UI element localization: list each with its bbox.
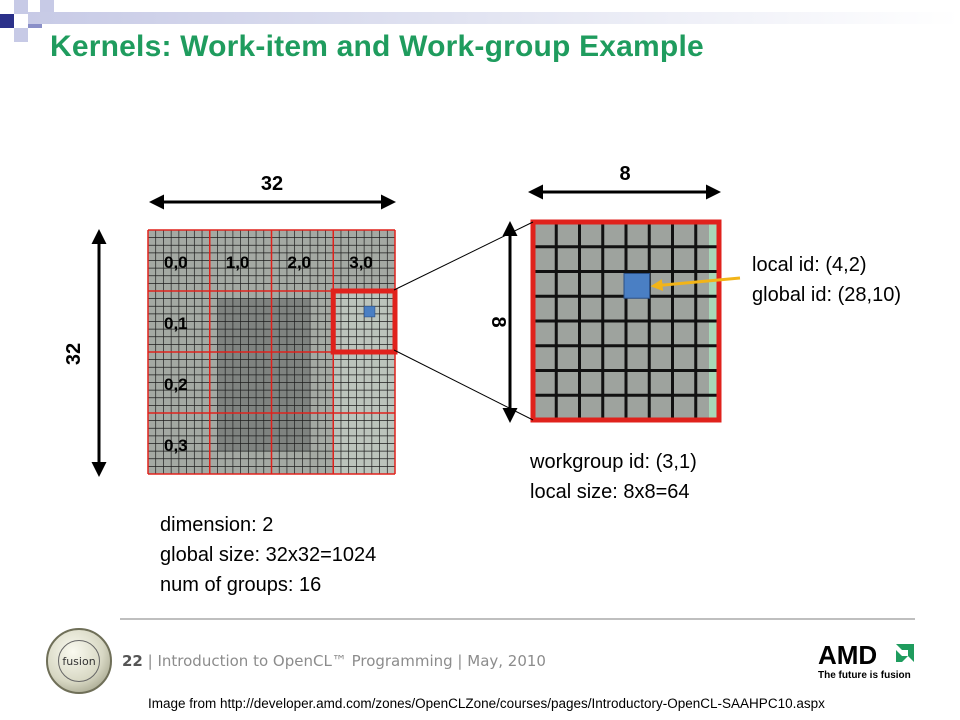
deco-square xyxy=(14,28,28,42)
local-width-label: 8 xyxy=(619,163,630,185)
page-number: 22 xyxy=(122,652,143,670)
amd-arrow-icon xyxy=(896,644,914,662)
dimension-text: dimension: 2 xyxy=(160,514,274,536)
group-label: 1,0 xyxy=(226,253,250,272)
highlighted-work-item xyxy=(363,305,376,318)
local-id-text: local id: (4,2) xyxy=(752,254,867,276)
global-grid: 0,0 1,0 2,0 3,0 0,1 0,2 0,3 xyxy=(147,229,398,475)
highlighted-workgroup xyxy=(330,288,398,355)
local-grid-border xyxy=(530,219,722,423)
deco-square xyxy=(0,14,14,28)
title-bar xyxy=(28,12,960,24)
workgroup-id-text: workgroup id: (3,1) xyxy=(530,451,697,473)
group-label: 2,0 xyxy=(288,253,312,272)
group-label: 3,0 xyxy=(349,253,373,272)
slide-title: Kernels: Work-item and Work-group Exampl… xyxy=(50,30,704,63)
group-label: 0,0 xyxy=(164,253,188,272)
footer-text: | Introduction to OpenCL™ Programming | … xyxy=(147,652,546,670)
fusion-logo-icon: fusion xyxy=(46,628,112,694)
global-height-label: 32 xyxy=(63,343,85,365)
deco-square xyxy=(14,0,28,14)
footer: 22 | Introduction to OpenCL™ Programming… xyxy=(122,652,546,670)
pointer-arrow-icon xyxy=(650,276,741,292)
group-label: 0,3 xyxy=(164,436,188,455)
local-height-label: 8 xyxy=(487,316,509,327)
global-size-text: global size: 32x32=1024 xyxy=(160,544,377,566)
group-label: 0,1 xyxy=(164,314,188,333)
deco-square xyxy=(40,0,54,14)
local-grid xyxy=(530,219,722,423)
image-credit: Image from http://developer.amd.com/zone… xyxy=(148,696,825,711)
footer-divider xyxy=(120,618,915,620)
group-label: 0,2 xyxy=(164,375,188,394)
zoom-line xyxy=(393,221,534,291)
amd-logo-icon: AMD The future is fusion xyxy=(818,640,918,684)
global-id-text: global id: (28,10) xyxy=(752,284,901,306)
local-size-text: local size: 8x8=64 xyxy=(530,481,690,503)
global-width-label: 32 xyxy=(261,173,283,195)
amd-logo-word: AMD xyxy=(818,640,878,670)
fusion-logo-text: fusion xyxy=(58,640,100,682)
amd-tagline: The future is fusion xyxy=(818,670,911,681)
num-groups-text: num of groups: 16 xyxy=(160,574,322,596)
zoom-line xyxy=(393,349,534,421)
highlighted-work-item xyxy=(623,273,651,299)
